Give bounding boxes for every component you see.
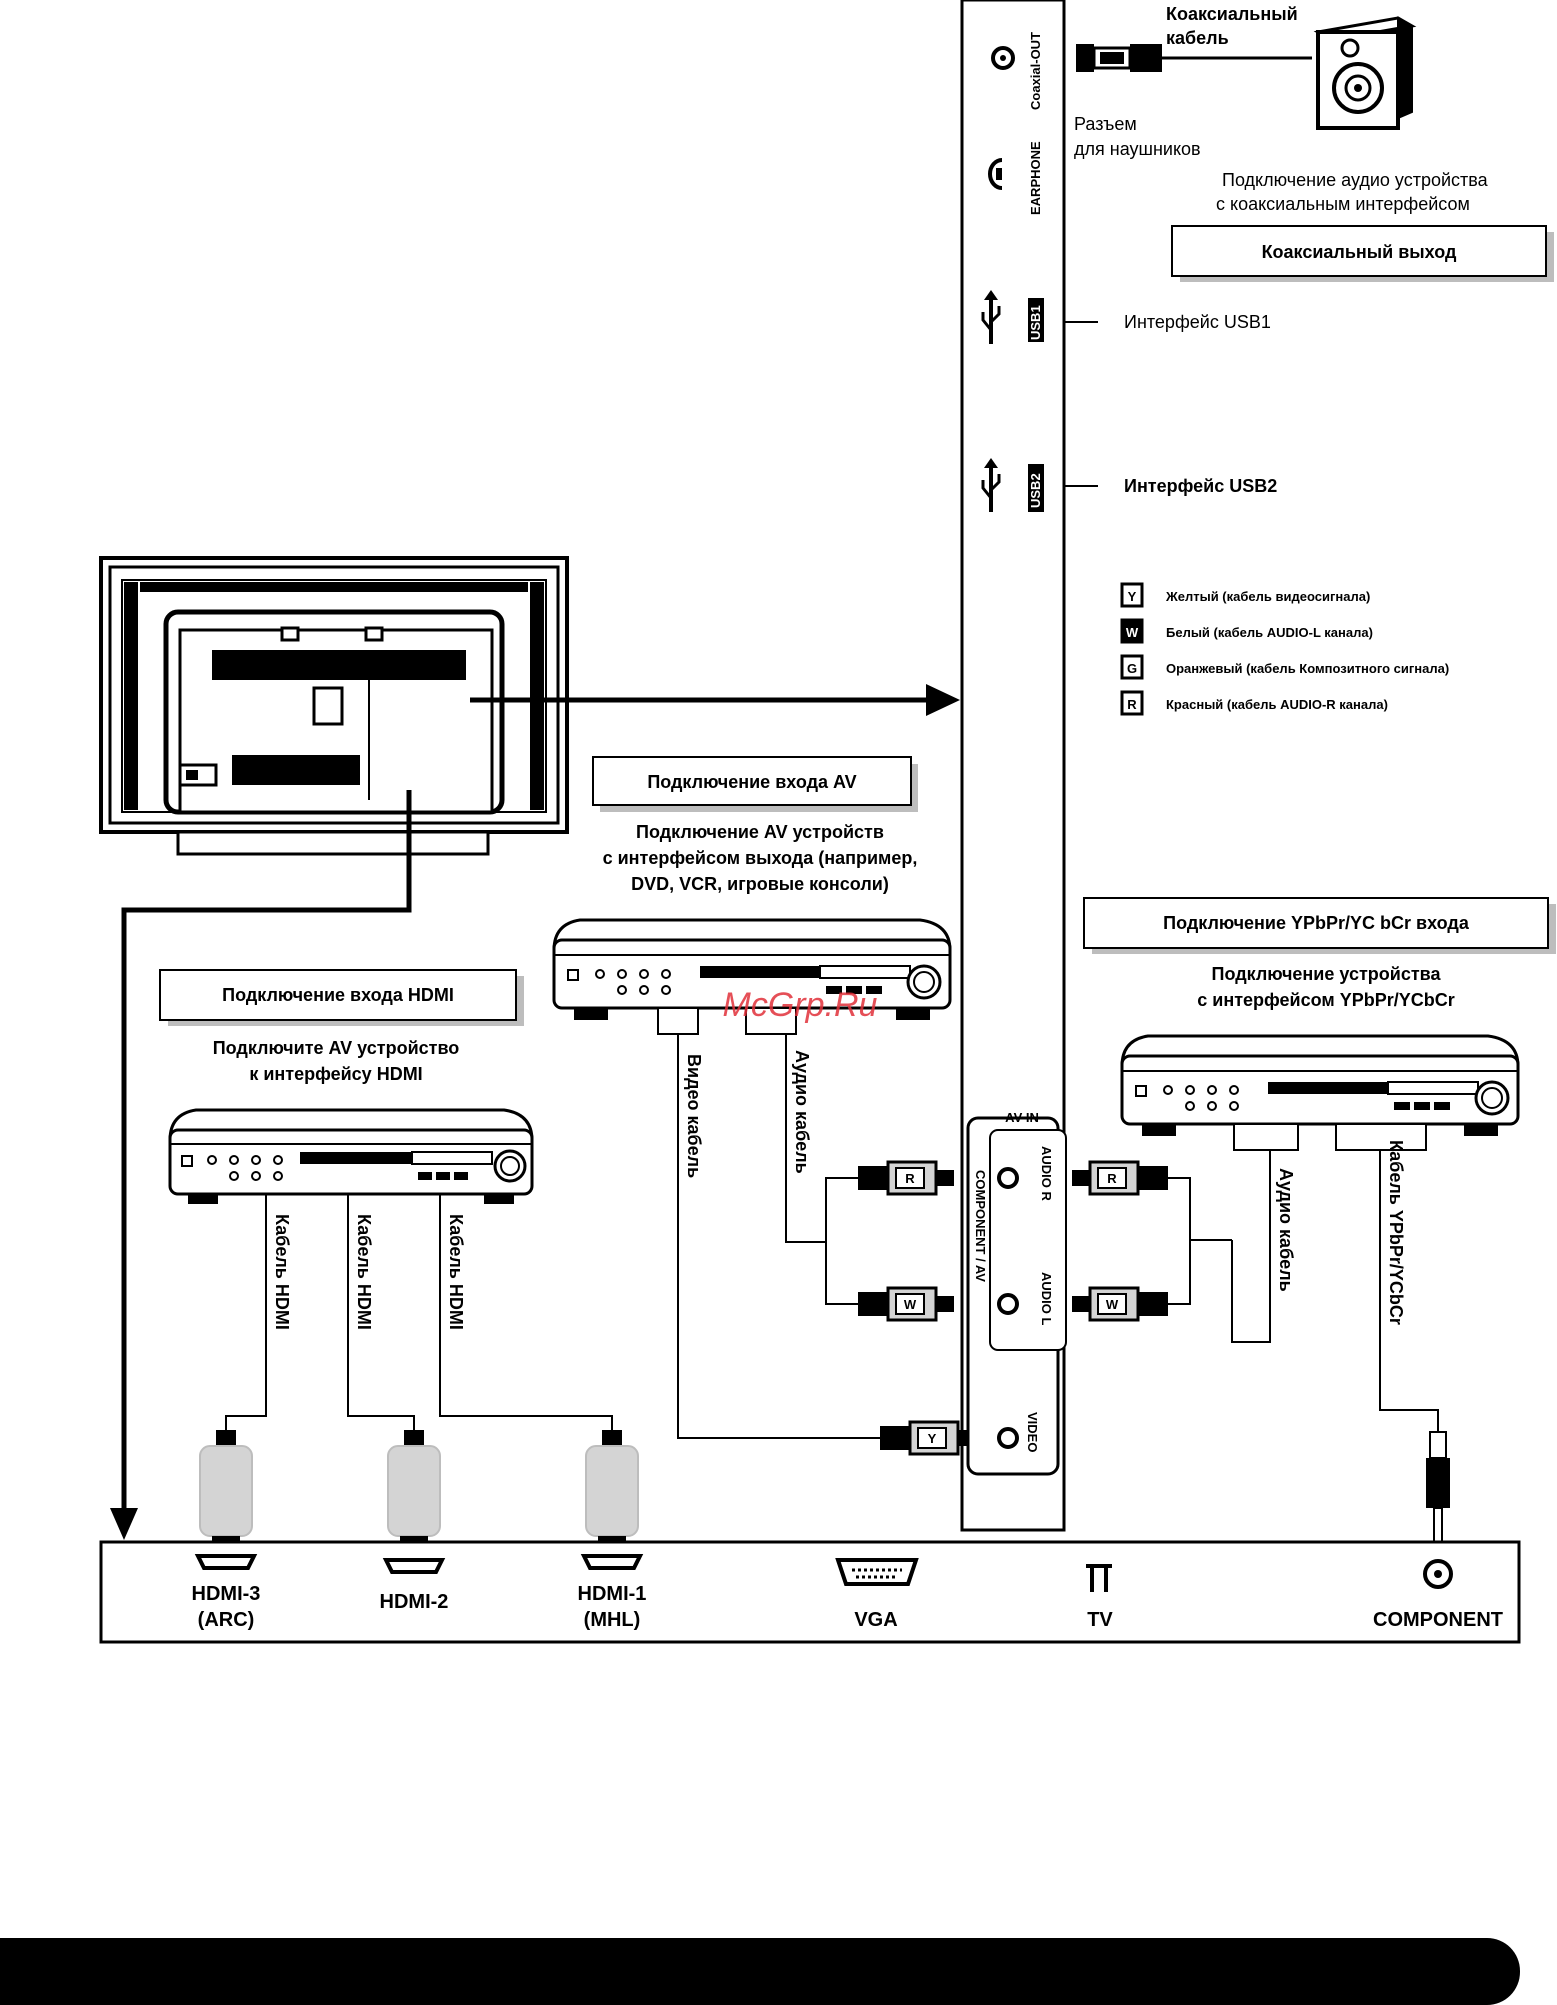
legend-text-red: Красный (кабель AUDIO-R канала)	[1166, 697, 1388, 712]
hdmi3-port-label: HDMI-3	[192, 1583, 261, 1605]
av-audio-cable-label: Аудио кабель	[792, 1050, 812, 1174]
hdmi-input-box	[159, 969, 524, 1026]
earphone-icon	[988, 158, 1003, 190]
usb1-port-label: USB1	[1028, 305, 1043, 340]
av-desc-3: DVD, VCR, игровые консоли)	[631, 874, 889, 894]
legend-text-yellow: Желтый (кабель видеосигнала)	[1165, 589, 1370, 604]
coaxial-port-label: Coaxial-OUT	[1028, 32, 1043, 110]
vga-port-label: VGA	[854, 1609, 897, 1631]
coaxial-desc-1: Подключение аудио устройства	[1222, 170, 1489, 190]
av-desc-2: с интерфейсом выхода (например,	[603, 848, 918, 868]
coaxial-output-box	[1171, 225, 1554, 282]
hdmi2-port-label: HDMI-2	[380, 1591, 449, 1613]
audio-r-label: AUDIO R	[1039, 1146, 1054, 1202]
rca-plug-right-r: R	[1072, 1160, 1168, 1196]
legend-letter-g: G	[1127, 661, 1137, 676]
legend-text-orange: Оранжевый (кабель Композитного сигнала)	[1166, 661, 1449, 676]
ypbpr-component-cable-label: Кабель YPbPr/YCbCr	[1386, 1140, 1406, 1325]
hdmi3-port-icon	[194, 1554, 258, 1570]
component-port-icon	[1423, 1559, 1453, 1589]
ypbpr-desc-1: Подключение устройства	[1212, 964, 1442, 984]
hdmi1-port-sublabel: (MHL)	[584, 1609, 641, 1631]
coaxial-cable-label-2: кабель	[1166, 28, 1229, 48]
ypbpr-input-title: Подключение YPbPr/YC bCr входа	[1163, 913, 1470, 933]
legend-letter-w: W	[1126, 625, 1139, 640]
speaker-icon	[1313, 16, 1417, 130]
hdmi1-port-label: HDMI-1	[578, 1583, 647, 1605]
earphone-port-label: EARPHONE	[1028, 141, 1043, 215]
av-video-cable-label: Видео кабель	[684, 1054, 704, 1178]
video-label: VIDEO	[1025, 1412, 1040, 1452]
usb1-desc: Интерфейс USB1	[1124, 312, 1271, 332]
rca-plug-video: Y	[880, 1420, 976, 1456]
av-in-label: AV-IN	[1005, 1110, 1039, 1125]
coaxial-output-title: Коаксиальный выход	[1262, 242, 1457, 262]
watermark: McGrp.Ru	[723, 986, 878, 1024]
usb1-icon	[981, 290, 1001, 344]
earphone-desc-1: Разъем	[1074, 114, 1137, 134]
svg-text:W: W	[1106, 1297, 1119, 1312]
ypbpr-audio-cables	[1168, 1126, 1271, 1343]
av-cables	[677, 1034, 880, 1439]
svg-text:Y: Y	[928, 1431, 937, 1446]
ypbpr-audio-cable-label: Аудио кабель	[1276, 1168, 1296, 1292]
usb1-port	[1028, 298, 1044, 342]
usb2-port	[1028, 464, 1044, 512]
av-desc-1: Подключение AV устройств	[636, 822, 884, 842]
ypbpr-dvd-player	[1120, 1034, 1520, 1151]
usb2-icon	[981, 458, 1001, 512]
component-cable	[1379, 1150, 1450, 1543]
hdmi-cable-label-2: Кабель HDMI	[354, 1214, 374, 1330]
tv-port-label: TV	[1087, 1609, 1113, 1631]
arrow-to-side-panel	[470, 684, 960, 716]
coaxial-cable-label-1: Коаксиальный	[1166, 4, 1298, 24]
tv-rear-illustration	[99, 556, 569, 856]
svg-text:R: R	[1107, 1171, 1117, 1186]
hdmi-desc-2: к интерфейсу HDMI	[249, 1064, 422, 1084]
coaxial-port	[991, 46, 1015, 70]
hdmi-plug-2	[387, 1430, 441, 1550]
hdmi1-port-icon	[580, 1554, 644, 1570]
av-in-panel	[966, 1116, 1067, 1476]
coaxial-desc-2: с коаксиальным интерфейсом	[1216, 194, 1470, 214]
usb2-port-label: USB2	[1028, 473, 1043, 508]
usb2-desc: Интерфейс USB2	[1124, 476, 1277, 496]
ypbpr-desc-2: с интерфейсом YPbPr/YCbCr	[1197, 990, 1454, 1010]
hdmi-cable-label-1: Кабель HDMI	[272, 1214, 292, 1330]
audio-l-label: AUDIO L	[1039, 1272, 1054, 1326]
tv-antenna-port-icon	[1086, 1564, 1112, 1592]
rca-plug-right-w: W	[1072, 1286, 1168, 1322]
hdmi-desc-1: Подключите AV устройство	[213, 1038, 460, 1058]
earphone-desc-2: для наушников	[1074, 139, 1201, 159]
rca-plug-left-w: W	[858, 1286, 954, 1322]
rca-plug-left-r: R	[858, 1160, 954, 1196]
coaxial-plug-icon	[1076, 44, 1312, 72]
arrow-to-bottom-panel	[110, 790, 412, 1540]
bottom-panel	[99, 1540, 1521, 1644]
vga-port-icon	[835, 1558, 919, 1586]
footer-bar-left-edge	[0, 1938, 60, 2005]
hdmi-input-title: Подключение входа HDMI	[222, 985, 454, 1005]
ypbpr-input-box	[1083, 897, 1556, 954]
legend-letter-r: R	[1127, 697, 1137, 712]
hdmi2-port-icon	[382, 1558, 446, 1574]
hdmi-cables	[225, 1194, 613, 1430]
hdmi-plug-1	[585, 1430, 639, 1550]
hdmi-dvd-player	[168, 1108, 534, 1204]
hdmi3-port-sublabel: (ARC)	[198, 1609, 255, 1631]
footer-bar	[0, 1938, 1520, 2005]
av-input-box	[592, 756, 918, 812]
hdmi-plug-3	[199, 1430, 253, 1550]
color-legend: Y Желтый (кабель видеосигнала) W Белый (…	[1120, 582, 1449, 716]
svg-text:W: W	[904, 1297, 917, 1312]
legend-text-white: Белый (кабель AUDIO-L канала)	[1166, 625, 1373, 640]
svg-text:R: R	[905, 1171, 915, 1186]
component-av-label: COMPONENT / AV	[973, 1170, 988, 1282]
av-input-title: Подключение входа AV	[647, 772, 856, 792]
av-dvd-player	[552, 918, 952, 1035]
component-port-label: COMPONENT	[1373, 1609, 1503, 1631]
hdmi-cable-label-3: Кабель HDMI	[446, 1214, 466, 1330]
legend-letter-y: Y	[1128, 589, 1137, 604]
